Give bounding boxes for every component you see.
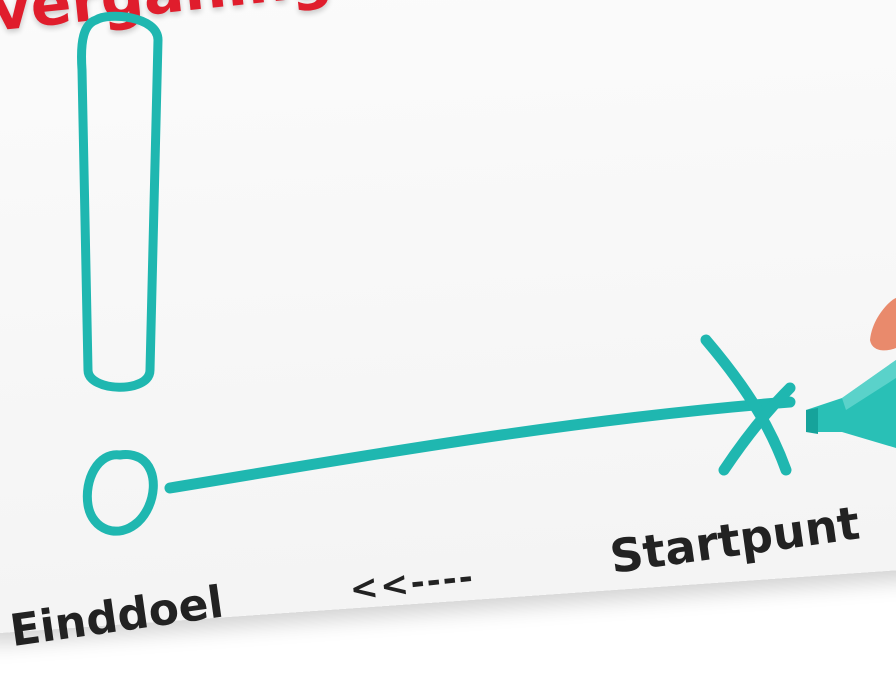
path-line [164,396,796,494]
hand-finger [870,298,896,351]
marker-pen [806,360,896,448]
start-x-mark-2 [718,382,796,476]
end-goal-circle [82,449,158,536]
start-x-mark-1 [700,334,792,476]
exclamation-bar [77,11,163,392]
